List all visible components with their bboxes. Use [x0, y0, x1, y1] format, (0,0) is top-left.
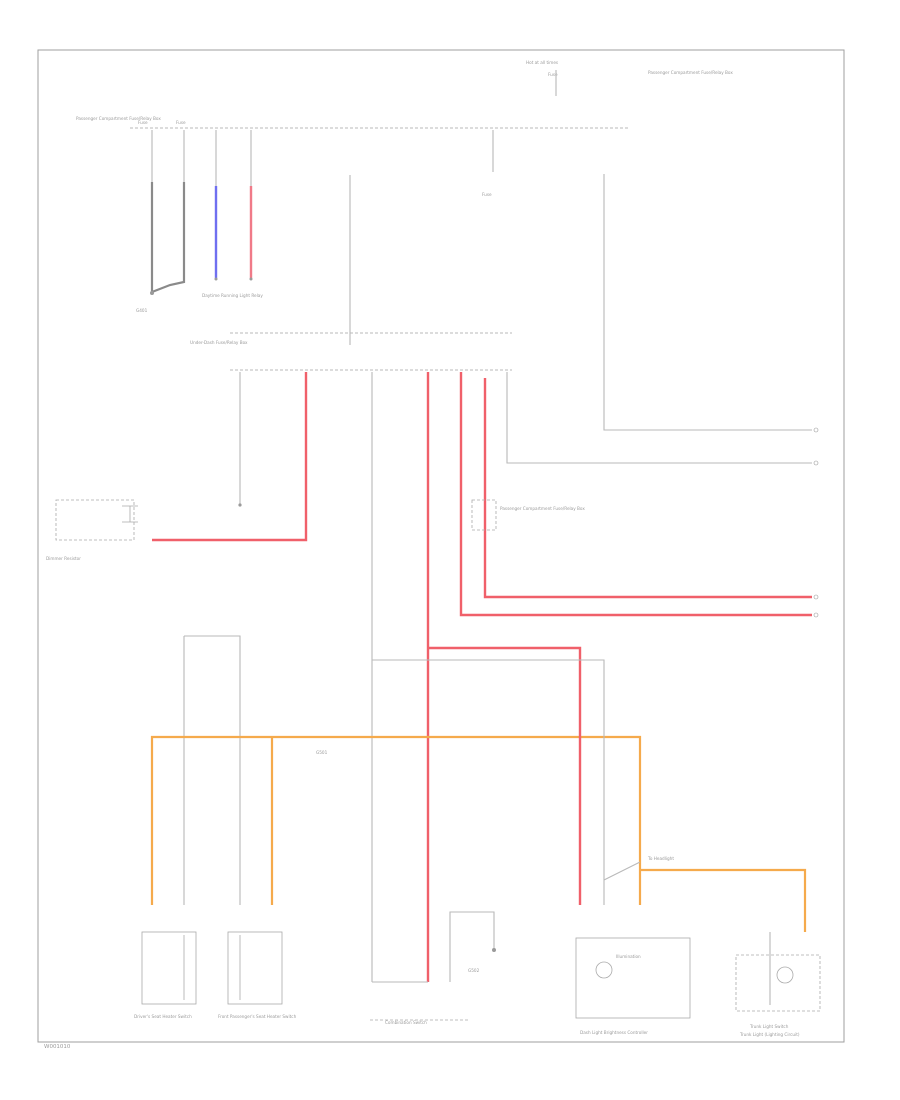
junction-box-label: Passenger Compartment Fuse/Relay Box: [76, 116, 161, 121]
wire-red-left: [152, 372, 308, 542]
to-headlight-label: To Headlight: [647, 856, 674, 861]
diagram-frame: [37, 49, 845, 1043]
wire-right-top: [603, 174, 812, 431]
under-dash-label: Under-Dash Fuse/Relay Box: [190, 340, 248, 345]
driver-seat-label: Driver's Seat Heater Switch: [134, 1014, 192, 1019]
trunk-light-label: Trunk Light Switch: [749, 1024, 789, 1029]
passenger-seat-switch: [227, 931, 283, 1005]
illumination-box: [575, 937, 691, 1019]
ground-g501-label: G501: [316, 750, 328, 755]
illumination-label: Illumination: [616, 954, 641, 959]
wire-red-right-2: [483, 378, 812, 599]
fuse-mid-label: Fuse: [482, 192, 492, 197]
dash-light-label: Dash Light Brightness Controller: [580, 1030, 648, 1035]
driver-seat-switch: [141, 931, 197, 1005]
ground-g401-label: G401: [136, 308, 148, 313]
passenger-fuse-box-label: Passenger Compartment Fuse/Relay Box: [648, 70, 733, 75]
wire-orange-main: [150, 735, 642, 905]
dimmer-label: Dimmer Resistor: [46, 556, 81, 561]
wire-red-lighting: [428, 646, 582, 905]
passenger-fuse-box-2-label: Passenger Compartment Fuse/Relay Box: [500, 506, 585, 511]
fuse-label-2: Fuse: [176, 120, 186, 125]
fuse-label-1: Fuse: [138, 120, 148, 125]
passenger-fuse-box-2: [471, 499, 497, 531]
front-passenger-seat-label: Front Passenger's Seat Heater Switch: [218, 1014, 297, 1019]
ground-g502-label: G502: [468, 968, 480, 973]
wire-red-right-1: [459, 372, 812, 617]
combination-switch-label: Combination Switch: [385, 1020, 427, 1025]
wire-orange-dimmer: [640, 868, 807, 932]
trunk-light-2-label: Trunk Light (Lighting Circuit): [739, 1032, 800, 1037]
fuse-top-right-label: Fuse: [548, 72, 558, 77]
trunk-light-box: [735, 954, 821, 1012]
daytime-relay-box: [55, 499, 135, 541]
footer-code: W001010: [44, 1044, 71, 1050]
wire-left-2: [151, 182, 186, 294]
hot-at-all-times-label: Hot at all times: [526, 60, 558, 65]
wire-gray-right: [506, 372, 812, 464]
daytime-relay-label: Daytime Running Light Relay: [202, 293, 263, 298]
